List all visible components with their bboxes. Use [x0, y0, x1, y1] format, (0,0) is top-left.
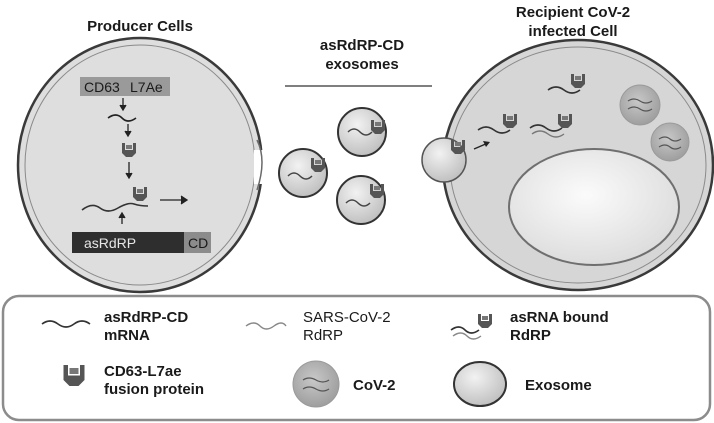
legend-item6: Exosome — [525, 377, 592, 394]
producer-cell — [16, 36, 266, 294]
legend-exosome-icon — [453, 361, 507, 407]
gene-cd-label: CD — [188, 235, 208, 251]
legend-cov2-icon — [292, 360, 340, 408]
gene-cd63-label: CD63 — [84, 79, 120, 95]
producer-pathway — [107, 98, 189, 224]
recipient-cell — [421, 38, 714, 292]
legend-item3-line2: RdRP — [510, 327, 551, 344]
legend-item4-line2: fusion protein — [104, 381, 204, 398]
legend-item4-line1: CD63-L7ae — [104, 363, 182, 380]
top-gene-construct: CD63 L7Ae — [80, 77, 170, 96]
legend-item1-line2: mRNA — [104, 327, 150, 344]
legend-item5: CoV-2 — [353, 377, 396, 394]
producer-title: Producer Cells — [87, 18, 193, 35]
exosome-3 — [336, 175, 386, 225]
mrna-with-protein-icon — [81, 187, 149, 212]
fusion-protein-icon — [122, 143, 136, 157]
exosomes-title-line2: exosomes — [325, 56, 398, 73]
legend-item1-line1: asRdRP-CD — [104, 309, 188, 326]
cov2-particle-1 — [619, 84, 661, 126]
gene-asrdrp-label: asRdRP — [84, 235, 136, 251]
exosomes-title-line1: asRdRP-CD — [320, 37, 404, 54]
legend-item2-line1: SARS-CoV-2 — [303, 309, 391, 326]
nucleus — [508, 148, 680, 266]
legend-fusion-protein-icon — [63, 365, 85, 386]
cov2-particle-2 — [650, 122, 690, 162]
legend-rdrp-icon — [245, 322, 287, 330]
legend-bound-rdrp-icon — [450, 314, 492, 340]
legend: asRdRP-CD mRNA SARS-CoV-2 RdRP asRNA bou… — [1, 294, 712, 422]
legend-mrna-icon — [41, 320, 91, 328]
exosome-1 — [337, 107, 387, 157]
recipient-title-line1: Recipient CoV-2 — [516, 4, 630, 21]
bottom-gene-construct: asRdRP CD — [72, 232, 211, 253]
gene-l7ae-label: L7Ae — [130, 79, 163, 95]
legend-item3-line1: asRNA bound — [510, 309, 609, 326]
exosome-2 — [278, 148, 328, 198]
recipient-title-line2: infected Cell — [528, 23, 617, 40]
legend-item2-line2: RdRP — [303, 327, 343, 344]
